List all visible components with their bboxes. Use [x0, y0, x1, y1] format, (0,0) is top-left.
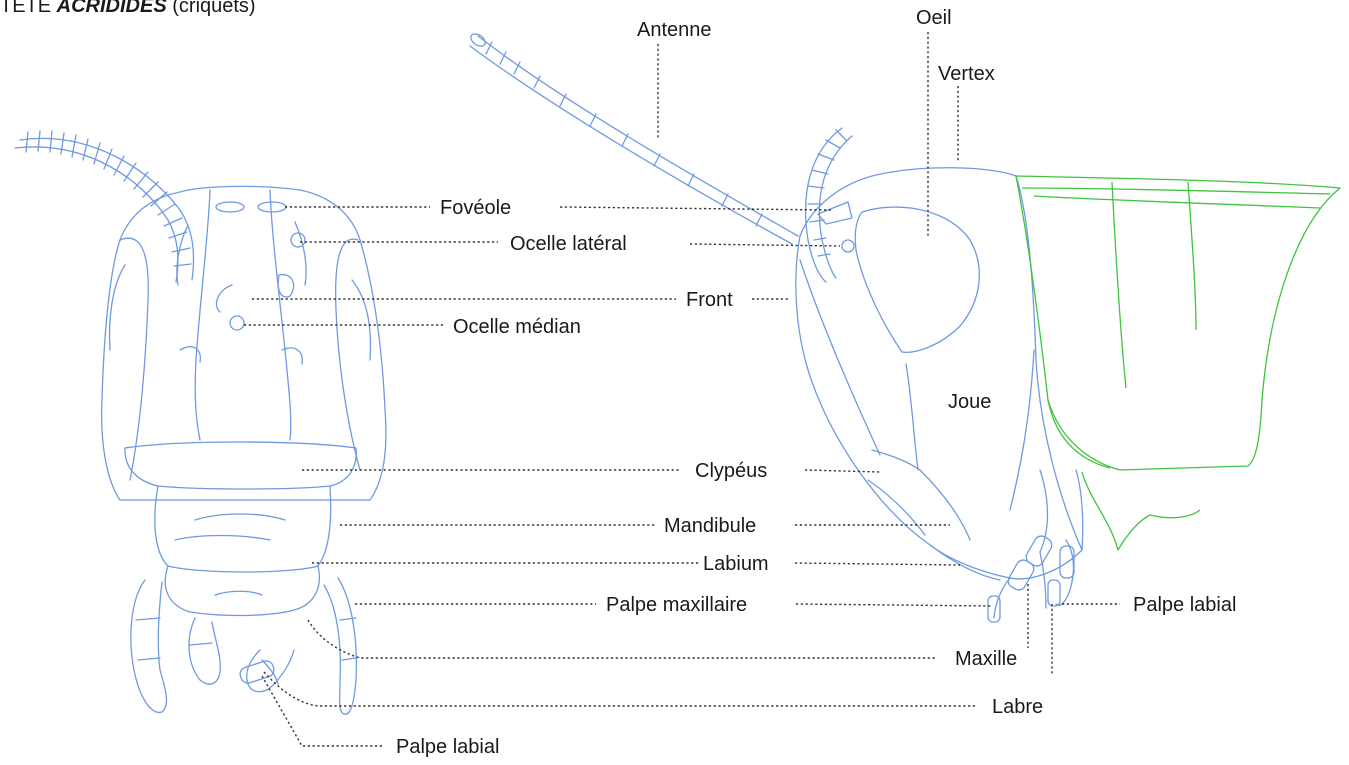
front-palpe-maxillaire-left — [131, 580, 167, 712]
label-labium: Labium — [703, 553, 769, 575]
front-palpe-labial-right — [247, 650, 294, 692]
side-antenna — [478, 36, 798, 236]
front-ocelle-lateral — [291, 233, 305, 247]
side-pronotum — [1016, 176, 1340, 550]
front-ocelle-median — [230, 316, 244, 330]
label-clypeus: Clypéus — [695, 460, 767, 482]
label-palpe-maxillaire: Palpe maxillaire — [606, 594, 747, 616]
label-foveole: Fovéole — [440, 197, 511, 219]
label-maxille: Maxille — [955, 648, 1017, 670]
front-view-head — [15, 131, 386, 714]
labels: Antenne Oeil Vertex Fovéole Ocelle latér… — [396, 7, 1236, 758]
label-front: Front — [686, 289, 733, 311]
side-foveole — [818, 202, 852, 224]
side-compound-eye — [855, 207, 979, 352]
label-vertex: Vertex — [938, 63, 995, 85]
front-antenna-segments — [26, 131, 191, 266]
front-frontal-ridge — [195, 190, 210, 440]
diagram-title: TÊTE ACRIDIDÉS (criquets) — [0, 0, 256, 17]
leader-lines — [244, 32, 1120, 746]
label-oeil: Oeil — [916, 7, 952, 29]
front-clypeus — [125, 442, 356, 448]
label-joue: Joue — [948, 391, 991, 413]
side-palpe-maxillaire — [994, 578, 1010, 618]
side-mandibule — [930, 545, 1000, 580]
label-ocelle-lateral: Ocelle latéral — [510, 233, 627, 255]
label-antenne: Antenne — [637, 19, 712, 41]
front-mandibule — [155, 486, 331, 572]
label-mandibule: Mandibule — [664, 515, 756, 537]
side-short-antenna — [806, 128, 842, 282]
label-ocelle-median: Ocelle médian — [453, 316, 581, 338]
front-palpe-labial-left — [189, 618, 220, 684]
label-palpe-labial-right: Palpe labial — [1133, 594, 1236, 616]
front-foveole-left — [216, 202, 244, 212]
side-ocelle-lateral — [842, 240, 854, 252]
side-palpe-labial — [1056, 540, 1073, 605]
front-palpe-maxillaire-right — [324, 578, 356, 714]
side-head-capsule — [796, 168, 1082, 579]
front-foveole-right — [258, 202, 286, 212]
label-palpe-labial-bottom: Palpe labial — [396, 736, 499, 758]
label-labre: Labre — [992, 696, 1043, 718]
front-head-capsule — [102, 186, 386, 500]
